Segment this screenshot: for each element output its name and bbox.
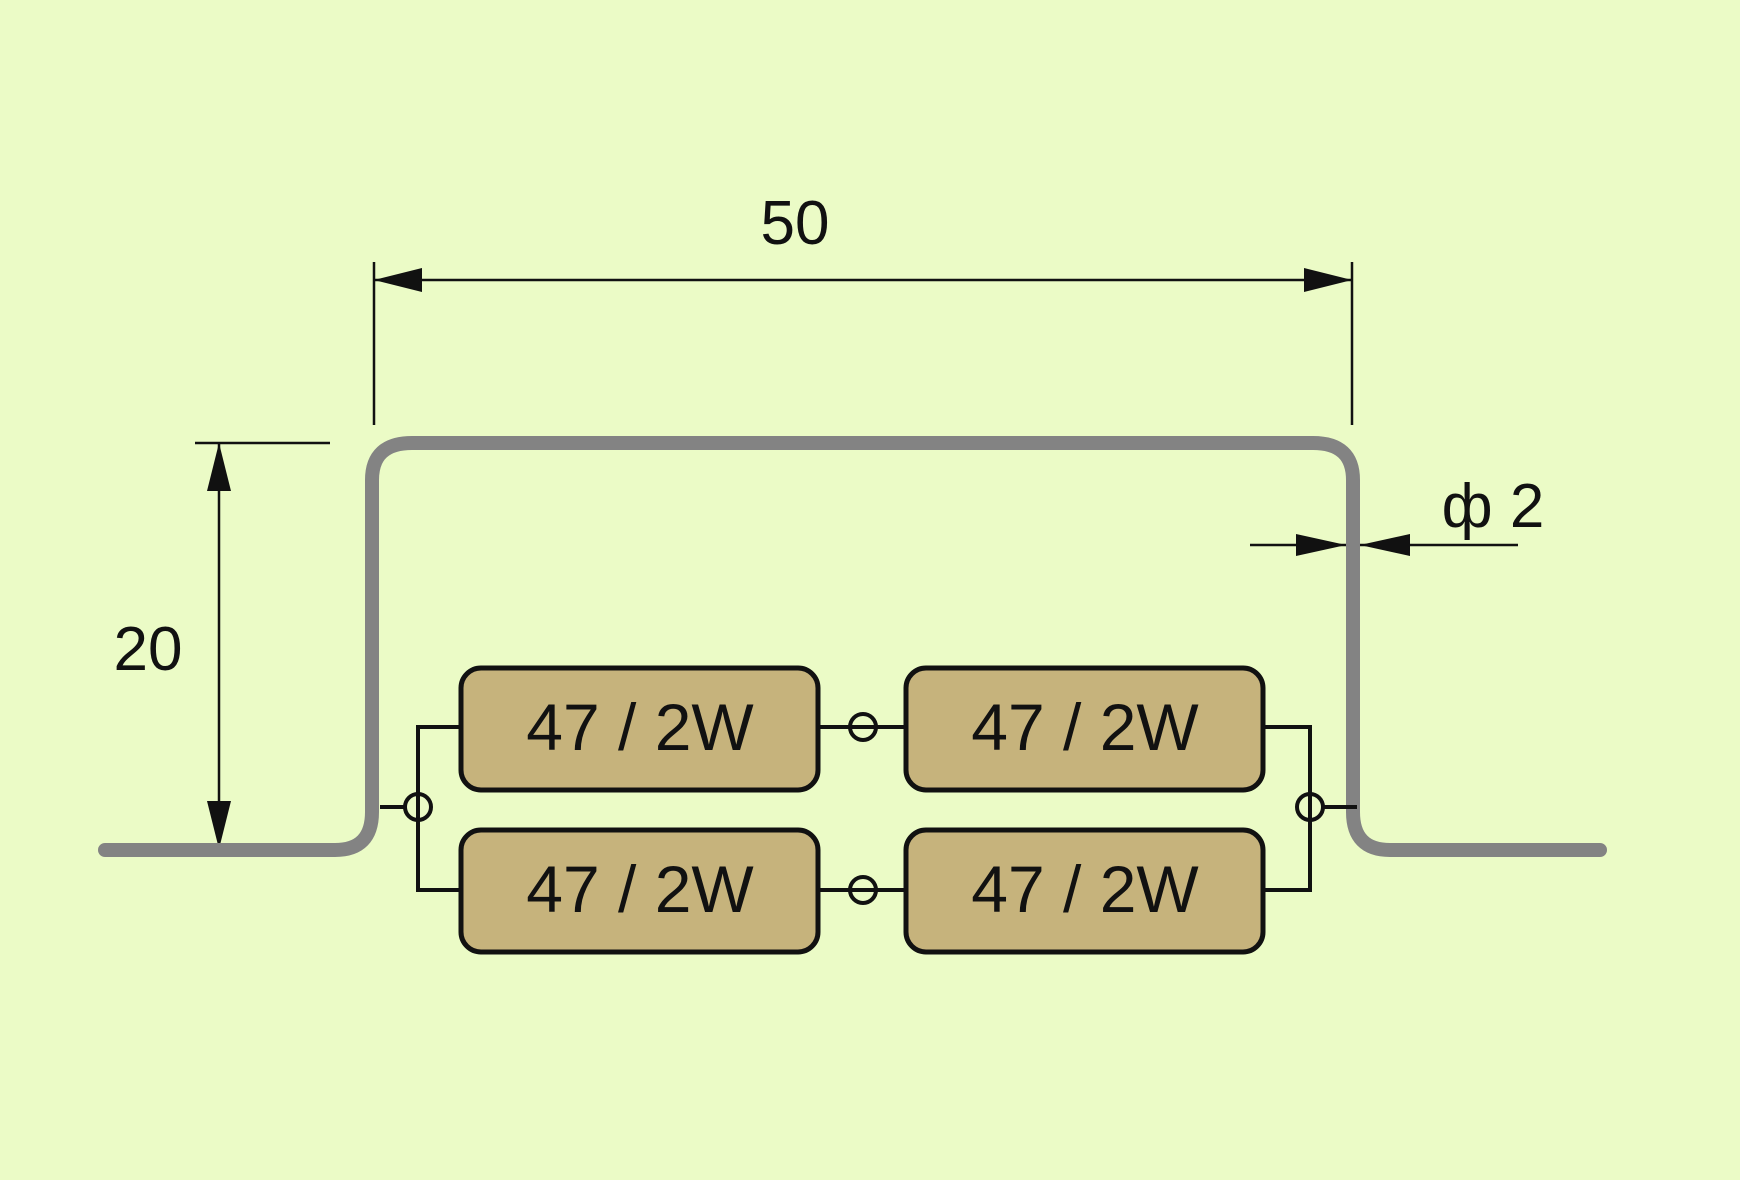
resistor: 47 / 2W: [458, 665, 821, 793]
height-label: 20: [114, 615, 183, 684]
resistor-label: 47 / 2W: [526, 690, 754, 764]
width-arrow-left: [374, 268, 422, 292]
diameter-arrow-left: [1296, 534, 1346, 556]
bent-wire: [98, 436, 1607, 857]
diameter-label: ф 2: [1442, 472, 1545, 541]
left-junction-node: [403, 792, 433, 822]
junction-nodes: [403, 712, 1325, 905]
resistor: 47 / 2W: [903, 665, 1266, 793]
diameter-dimension: [1250, 534, 1518, 556]
left-bus-wire: [416, 725, 468, 892]
diameter-arrow-right: [1360, 534, 1410, 556]
resistor: 47 / 2W: [458, 827, 821, 955]
height-dimension: [195, 441, 330, 849]
width-dimension: [372, 262, 1354, 425]
height-arrow-top: [207, 443, 231, 491]
width-label: 50: [761, 189, 830, 258]
top-middle-node: [848, 712, 878, 742]
circuit-wiring: [380, 725, 1357, 892]
resistor-label: 47 / 2W: [971, 690, 1199, 764]
resistor-label: 47 / 2W: [971, 852, 1199, 926]
bottom-middle-node: [848, 875, 878, 905]
resistor: 47 / 2W: [903, 827, 1266, 955]
right-bus-wire: [1262, 725, 1312, 892]
right-junction-node: [1295, 792, 1325, 822]
height-arrow-bottom: [207, 801, 231, 849]
resistor-label: 47 / 2W: [526, 852, 754, 926]
width-arrow-right: [1304, 268, 1352, 292]
